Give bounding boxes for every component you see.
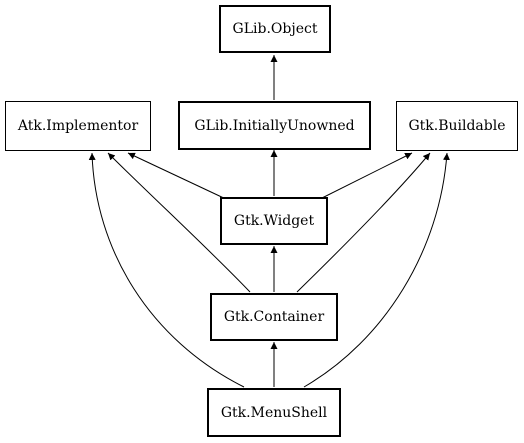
node-gtk-container: Gtk.Container: [210, 293, 338, 341]
edge-menushell-to-buildable: [303, 152, 450, 388]
edge-widget-to-buildable: [317, 152, 413, 201]
edge-widget-to-implementor: [127, 152, 229, 201]
node-glib-object: GLib.Object: [219, 5, 331, 53]
edge-container-to-implementor: [107, 152, 251, 293]
edge-menushell-to-implementor: [88, 152, 245, 388]
node-gtk-widget: Gtk.Widget: [220, 197, 328, 245]
node-gtk-menushell: Gtk.MenuShell: [207, 388, 341, 437]
node-glib-initiallyunowned: GLib.InitiallyUnowned: [178, 101, 371, 150]
node-atk-implementor: Atk.Implementor: [5, 101, 151, 151]
edge-container-to-buildable: [296, 152, 431, 293]
node-gtk-buildable: Gtk.Buildable: [396, 101, 518, 151]
